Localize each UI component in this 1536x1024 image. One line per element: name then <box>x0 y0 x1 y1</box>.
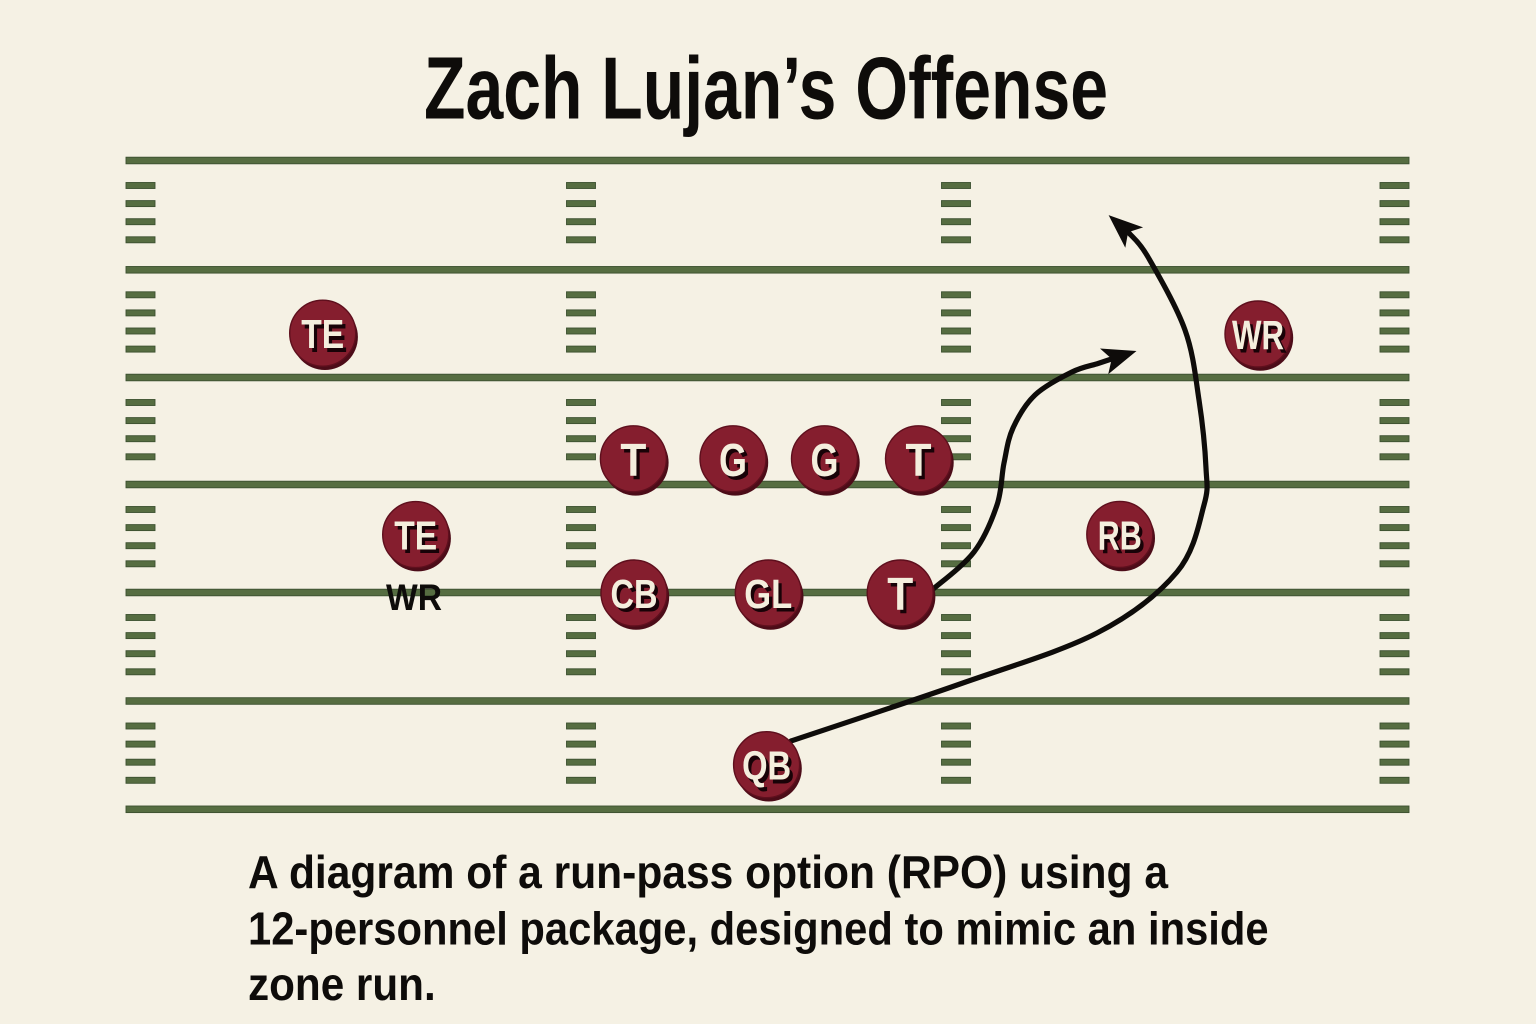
svg-text:T: T <box>909 437 935 489</box>
svg-text:TE: TE <box>394 513 437 559</box>
svg-text:TE: TE <box>301 311 344 357</box>
svg-text:zone run.: zone run. <box>248 958 436 1010</box>
svg-text:TE: TE <box>304 315 347 361</box>
svg-text:WR: WR <box>1232 312 1284 358</box>
svg-text:WR: WR <box>1235 316 1287 362</box>
svg-text:G: G <box>814 437 842 489</box>
svg-text:CB: CB <box>611 571 658 617</box>
svg-text:T: T <box>620 434 646 486</box>
svg-text:12-personnel package, designed: 12-personnel package, designed to mimic … <box>248 903 1269 955</box>
svg-text:G: G <box>722 437 750 489</box>
svg-text:QB: QB <box>745 746 794 792</box>
svg-text:A diagram of a run-pass option: A diagram of a run-pass option (RPO) usi… <box>248 846 1168 898</box>
svg-text:G: G <box>719 434 747 486</box>
svg-text:GL: GL <box>744 571 792 617</box>
svg-text:T: T <box>624 437 650 489</box>
svg-text:QB: QB <box>742 743 791 789</box>
svg-text:GL: GL <box>748 575 796 621</box>
svg-text:T: T <box>887 568 913 620</box>
svg-text:WR: WR <box>386 577 442 618</box>
svg-text:G: G <box>811 434 839 486</box>
svg-text:Zach Lujan’s Offense: Zach Lujan’s Offense <box>424 38 1108 137</box>
svg-text:RB: RB <box>1101 516 1145 562</box>
svg-text:TE: TE <box>397 516 440 562</box>
svg-text:T: T <box>906 434 932 486</box>
svg-text:RB: RB <box>1098 512 1142 558</box>
svg-text:T: T <box>890 572 916 624</box>
svg-text:CB: CB <box>614 575 661 621</box>
